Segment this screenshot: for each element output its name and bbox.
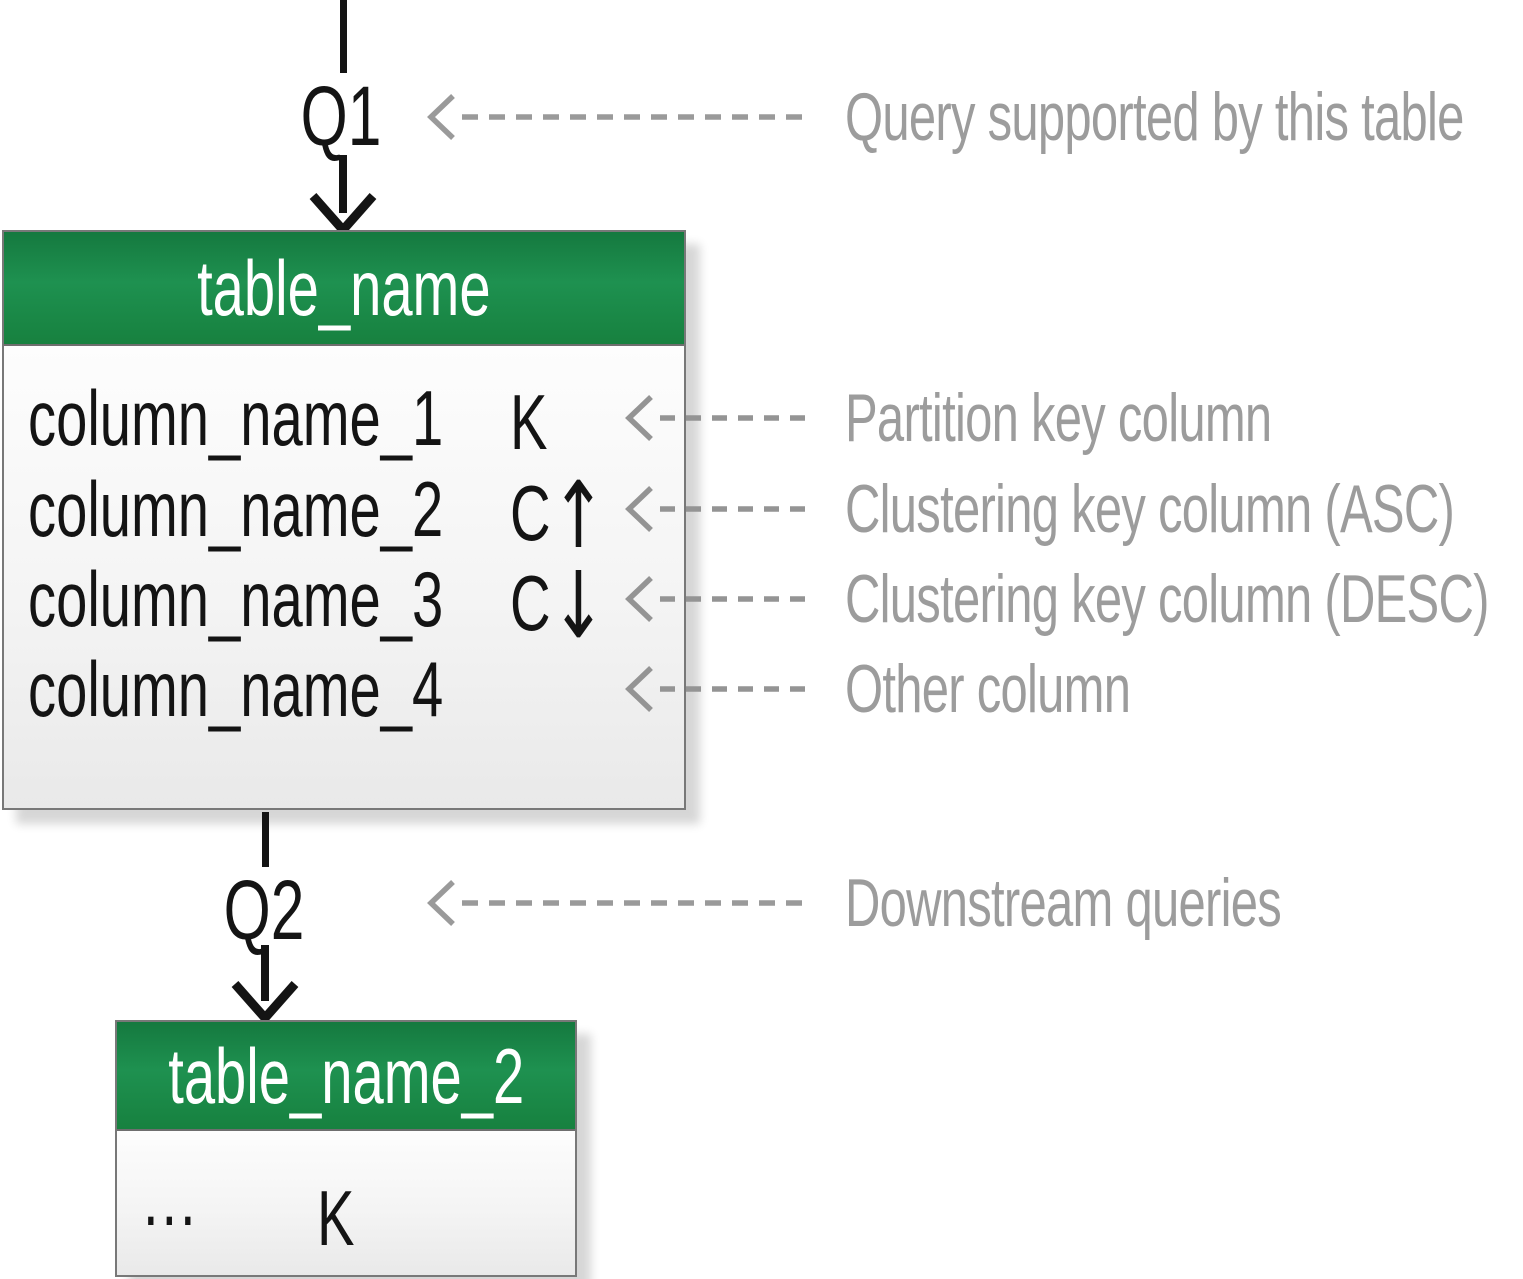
- table-1: table_name column_name_1 K column_name_2…: [2, 230, 686, 810]
- partition-key-symbol: K: [317, 1174, 355, 1262]
- q2-annotation-arrow-icon: [427, 880, 810, 926]
- q2-outgoing-line: [262, 812, 269, 867]
- column-name: column_name_1: [28, 374, 444, 462]
- other-column-annotation-arrow-icon: [625, 666, 810, 712]
- q2-down-arrow-icon: [231, 945, 299, 1023]
- column-name: column_name_3: [28, 555, 444, 643]
- sort-desc-arrow-icon: ↓: [550, 552, 607, 659]
- q2-annotation: Downstream queries: [845, 865, 1282, 941]
- partition-key-symbol: K: [510, 378, 548, 466]
- clustering-asc-annotation: Clustering key column (ASC): [845, 471, 1455, 547]
- clustering-asc-annotation-arrow-icon: [625, 486, 810, 532]
- table-row: ... K: [117, 1159, 575, 1263]
- table-2-body: ... K: [117, 1131, 575, 1275]
- table-row: column_name_3 C↓: [4, 552, 684, 659]
- q1-incoming-line: [340, 0, 347, 73]
- q1-down-arrow-icon: [309, 155, 377, 235]
- other-column-annotation: Other column: [845, 651, 1131, 727]
- clustering-desc-annotation: Clustering key column (DESC): [845, 561, 1489, 637]
- q2-label: Q2: [223, 863, 305, 957]
- table-1-title: table_name: [197, 244, 491, 332]
- clustering-desc-annotation-arrow-icon: [625, 576, 810, 622]
- q1-annotation: Query supported by this table: [845, 79, 1464, 155]
- table-1-header: table_name: [4, 232, 684, 346]
- clustering-key-asc-symbol: C↑: [510, 462, 607, 569]
- sort-asc-arrow-icon: ↑: [550, 462, 607, 569]
- column-name: column_name_2: [28, 465, 444, 553]
- table-row: column_name_1 K: [4, 373, 684, 463]
- q1-label: Q1: [300, 69, 382, 163]
- table-1-body: column_name_1 K column_name_2 C↑ column_…: [4, 346, 684, 808]
- clustering-key-desc-symbol: C↓: [510, 552, 607, 659]
- table-2-header: table_name_2: [117, 1022, 575, 1131]
- partition-key-annotation-arrow-icon: [625, 395, 810, 441]
- q1-annotation-arrow-icon: [427, 94, 810, 140]
- partition-key-annotation: Partition key column: [845, 380, 1272, 456]
- column-name: column_name_4: [28, 645, 444, 733]
- table-2-title: table_name_2: [168, 1031, 524, 1120]
- table-row: column_name_2 C↑: [4, 462, 684, 569]
- ellipsis-columns: ...: [143, 1154, 199, 1242]
- table-2: table_name_2 ... K: [115, 1020, 577, 1277]
- table-row: column_name_4: [4, 644, 684, 734]
